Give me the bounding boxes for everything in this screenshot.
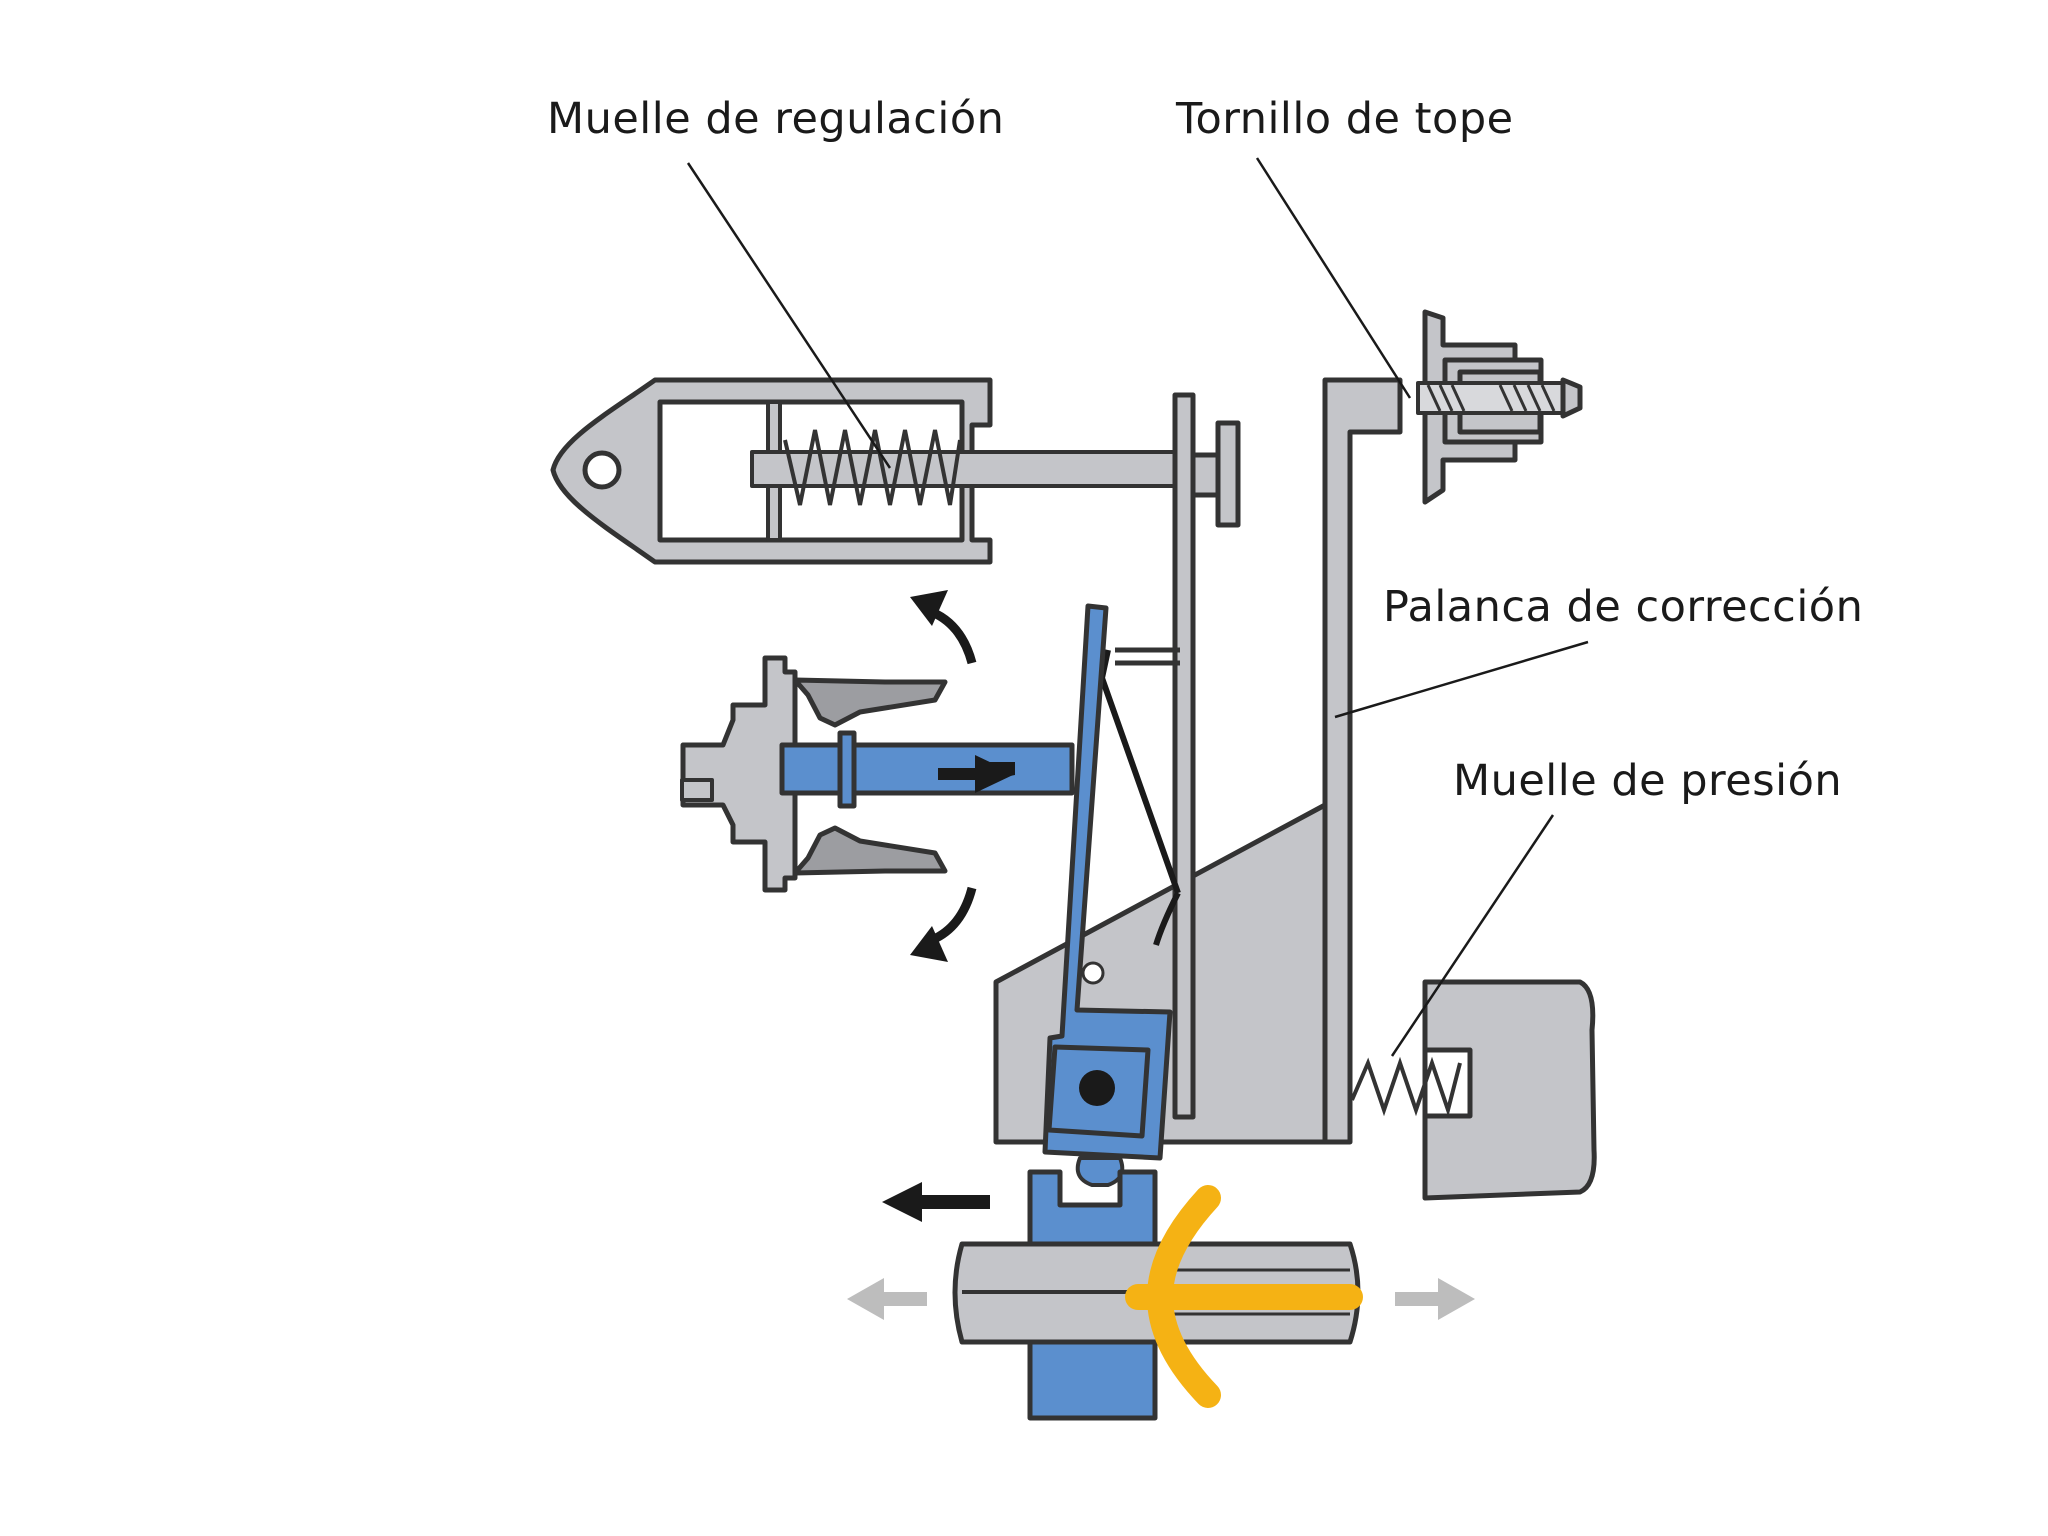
spring-bracket [1115, 392, 1241, 1120]
label-correction-lever: Palanca de corrección [1383, 582, 1864, 632]
pressure-spring [1350, 1056, 1462, 1118]
rack-direction-arrow [882, 1182, 990, 1222]
stop-screw-assembly [1416, 309, 1583, 505]
yellow-fork [1125, 1185, 1363, 1408]
pressure-spring-housing [1422, 979, 1597, 1201]
regulation-spring [783, 429, 962, 506]
label-stop-screw: Tornillo de tope [1176, 94, 1514, 144]
label-pressure-spring: Muelle de presión [1453, 756, 1843, 806]
shaft-travel-arrows [847, 1278, 1475, 1320]
blue-sleeve-shaft [779, 730, 1075, 809]
rotation-arrows [930, 607, 977, 945]
label-regulation-spring: Muelle de regulación [547, 94, 1005, 144]
blue-main-lever [1042, 603, 1173, 1187]
blue-shaft-arrow [938, 755, 1015, 793]
flyweight-hub [680, 655, 948, 893]
leader-lines [686, 157, 1589, 1057]
